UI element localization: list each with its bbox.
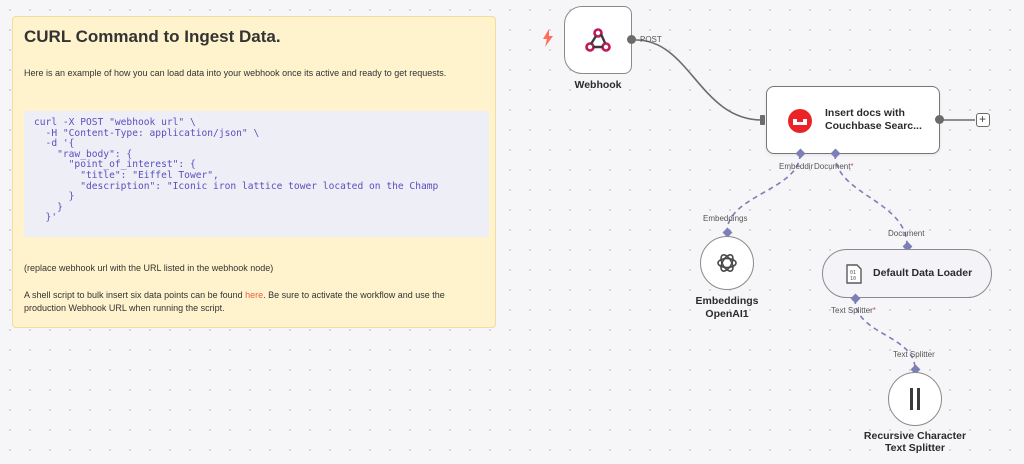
splitter-label: Recursive Character Text Splitter [855,430,975,454]
splitter-icon [908,387,922,416]
script-text-before: A shell script to bulk insert six data p… [24,290,246,300]
document-port-text: Document [814,162,851,171]
edge-embeddings [726,153,801,233]
couchbase-title-line1: Insert docs with [825,107,905,119]
loader-text-splitter-text: Text Splitter [831,306,873,315]
replace-hint: (replace webhook url with the URL listed… [24,263,274,273]
default-data-loader-node[interactable]: 01 10 Default Data Loader [822,249,992,298]
couchbase-node[interactable]: Insert docs with Couchbase Searc... [766,86,940,154]
couchbase-title: Insert docs with Couchbase Searc... [825,107,922,133]
edge-text-splitter [854,298,916,370]
plus-icon: + [979,112,987,126]
couchbase-title-line2: Couchbase Searc... [825,120,922,132]
couchbase-document-port-label: Document* [814,162,854,171]
webhook-label: Webhook [574,79,622,91]
couchbase-output-port[interactable] [935,115,944,124]
sticky-note[interactable]: CURL Command to Ingest Data. Here is an … [12,16,496,328]
couchbase-icon [787,108,813,139]
openai-icon [714,250,740,281]
loader-label: Default Data Loader [873,267,973,279]
script-paragraph: A shell script to bulk insert six data p… [24,289,479,315]
embeddings-openai-node[interactable] [700,236,754,290]
text-splitter-node[interactable] [888,372,942,426]
splitter-port-label: Text Splitter [893,350,935,359]
webhook-icon [583,25,613,60]
couchbase-embedding-port-label: Embeddir [779,162,814,171]
edge-document [834,153,908,247]
webhook-output-label: POST [640,35,662,44]
embeddings-label: Embeddings OpenAI1 [680,295,774,321]
embeddings-port-label: Embeddings [703,214,748,223]
note-title: CURL Command to Ingest Data. [24,27,281,46]
add-node-button[interactable]: + [976,112,990,127]
script-link[interactable]: here [245,290,264,300]
curl-code: curl -X POST "webhook url" \ -H "Content… [34,117,439,224]
svg-text:10: 10 [850,276,856,282]
script-text-after: . Be sure to activate the workflow and u… [24,290,445,313]
loader-text-splitter-port-label: Text Splitter* [831,306,876,315]
embeddings-label-line1: Embeddings [695,295,759,307]
edge-webhook-to-couchbase [635,39,763,121]
binary-file-icon: 01 10 [845,264,863,289]
note-intro: Here is an example of how you can load d… [24,68,447,78]
svg-text:01: 01 [850,270,856,276]
code-block: curl -X POST "webhook url" \ -H "Content… [24,111,489,237]
loader-port-label: Document [888,229,925,238]
webhook-output-port[interactable] [627,35,636,44]
couchbase-input-port[interactable] [760,115,765,125]
splitter-label-line1: Recursive Character [863,430,967,442]
splitter-label-line2: Text Splitter [885,442,945,454]
webhook-node[interactable] [564,6,632,74]
embeddings-label-line2: OpenAI1 [705,308,749,320]
trigger-bolt-icon [542,29,554,52]
